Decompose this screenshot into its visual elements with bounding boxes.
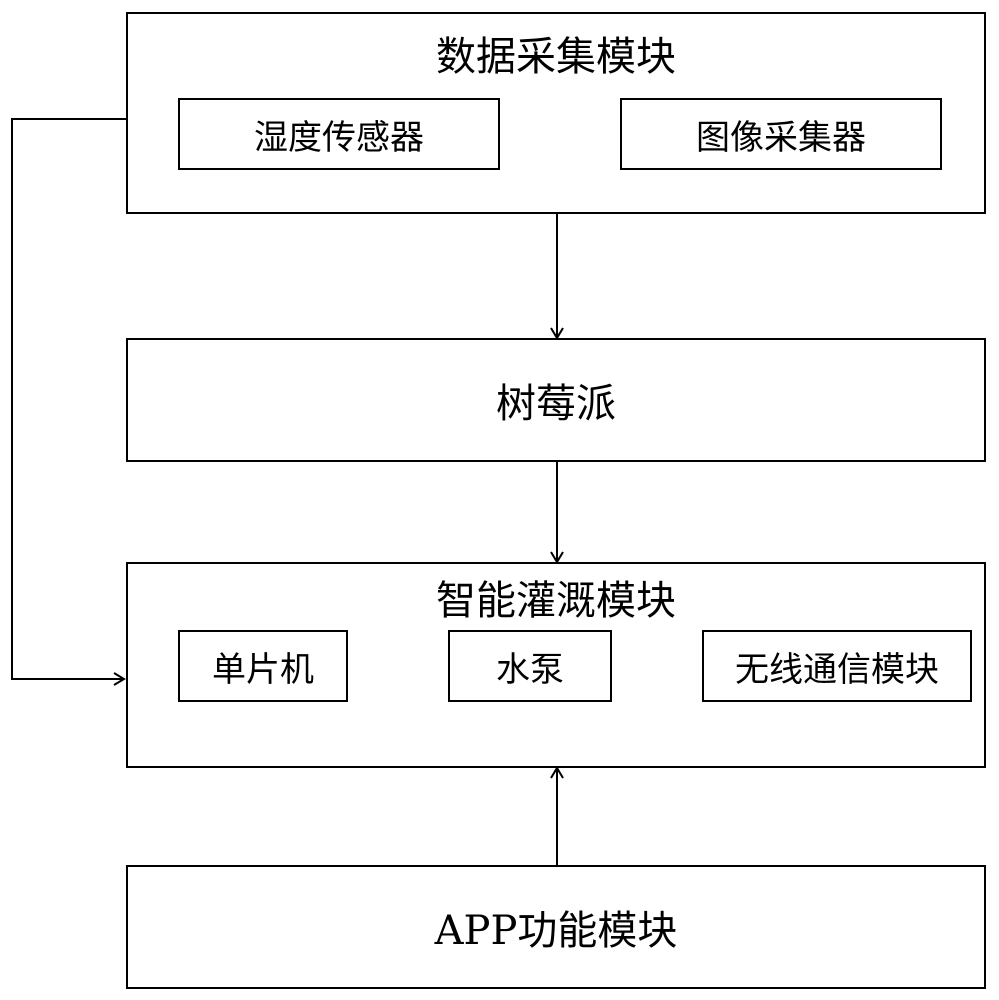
irrigation-module: 智能灌溉模块 单片机 水泵 无线通信模块 bbox=[126, 562, 986, 768]
wireless-comm-label: 无线通信模块 bbox=[735, 649, 939, 690]
app-title: APP功能模块 bbox=[434, 908, 678, 954]
app-module: APP功能模块 bbox=[126, 865, 986, 989]
wireless-comm-box: 无线通信模块 bbox=[702, 630, 972, 702]
humidity-sensor-label: 湿度传感器 bbox=[254, 117, 424, 158]
humidity-sensor-box: 湿度传感器 bbox=[178, 98, 500, 170]
mcu-box: 单片机 bbox=[178, 630, 348, 702]
image-collector-label: 图像采集器 bbox=[696, 117, 866, 158]
data-collection-title: 数据采集模块 bbox=[436, 34, 676, 80]
raspberry-pi-title: 树莓派 bbox=[496, 381, 616, 427]
mcu-label: 单片机 bbox=[212, 649, 314, 690]
irrigation-title: 智能灌溉模块 bbox=[436, 578, 676, 624]
data-collection-module: 数据采集模块 湿度传感器 图像采集器 bbox=[126, 12, 986, 214]
water-pump-box: 水泵 bbox=[448, 630, 612, 702]
raspberry-pi-module: 树莓派 bbox=[126, 338, 986, 462]
arrow-collection-to-irrigation bbox=[11, 118, 126, 686]
image-collector-box: 图像采集器 bbox=[620, 98, 942, 170]
water-pump-label: 水泵 bbox=[496, 649, 564, 690]
